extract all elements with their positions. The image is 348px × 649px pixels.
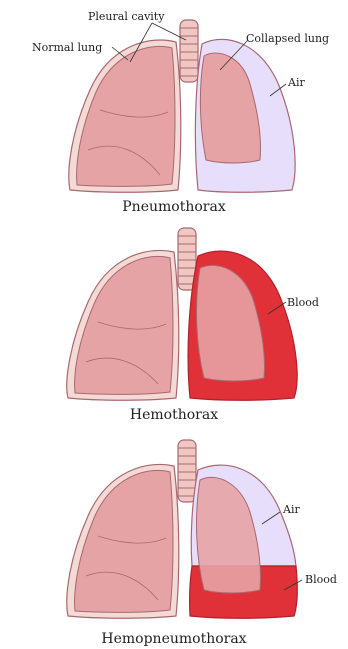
trachea [178,440,196,502]
blood-label: Blood [305,574,337,585]
hemopneumothorax-panel: Air Blood Hemopneumothorax [0,440,348,649]
hemothorax-panel: Blood Hemothorax [0,222,348,427]
air-label: Air [288,77,305,88]
hemopneumothorax-illustration [0,440,348,649]
air-label: Air [283,504,300,515]
pneumothorax-title: Pneumothorax [0,200,348,214]
left-lung [75,470,173,612]
hemopneumothorax-title: Hemopneumothorax [0,632,348,646]
left-lung [75,256,173,394]
pleural-cavity-label: Pleural cavity [88,11,164,22]
hemothorax-illustration [0,222,348,427]
trachea [180,20,198,82]
blood-label: Blood [287,297,319,308]
collapsed-lung-label: Collapsed lung [246,33,329,44]
hemothorax-title: Hemothorax [0,408,348,422]
pneumothorax-panel: Pleural cavity Normal lung Collapsed lun… [0,0,348,215]
normal-lung-label: Normal lung [32,42,102,53]
